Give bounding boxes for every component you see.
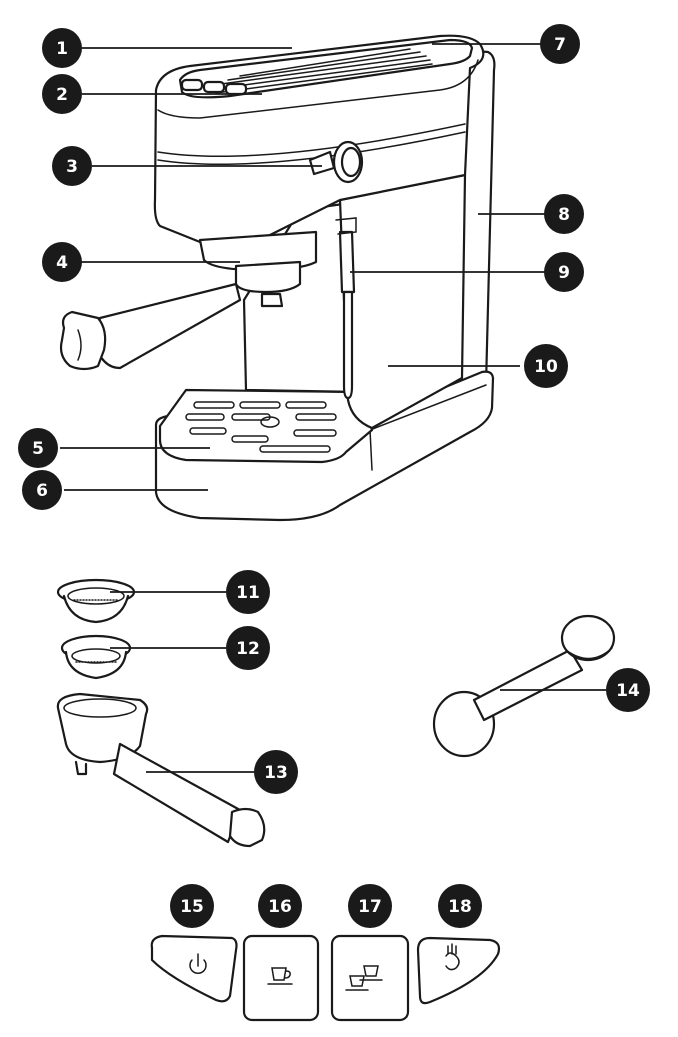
- power-button[interactable]: [150, 934, 238, 1003]
- double-cup-button[interactable]: [330, 934, 410, 1022]
- svg-text:7: 7: [554, 35, 566, 55]
- svg-text:8: 8: [558, 205, 570, 225]
- label-badge-18: 18: [438, 884, 482, 928]
- label-badge-8: 8: [544, 194, 584, 234]
- label-badge-15: 15: [170, 884, 214, 928]
- svg-text:9: 9: [558, 263, 570, 283]
- label-badge-1: 1: [42, 28, 82, 68]
- control-panel-buttons: [150, 934, 501, 1022]
- svg-text:4: 4: [56, 253, 68, 273]
- svg-text:10: 10: [534, 357, 558, 377]
- svg-text:1: 1: [56, 39, 68, 59]
- single-cup-button[interactable]: [242, 934, 320, 1022]
- number-badges: 1 2 3 4 5 6 7 8 9 10 11 12 13 14 15 16 1…: [18, 24, 650, 928]
- cup-warmer-grille: [178, 38, 474, 99]
- filter-basket-double: [60, 634, 132, 680]
- svg-text:2: 2: [56, 85, 68, 105]
- power-icon: [189, 953, 207, 975]
- leader-lines: [60, 43, 606, 773]
- label-badge-9: 9: [544, 252, 584, 292]
- label-badge-5: 5: [18, 428, 58, 468]
- svg-text:12: 12: [236, 639, 260, 659]
- top-control-buttons: [180, 78, 248, 96]
- single-cup-icon: [267, 967, 293, 985]
- steam-wand: [335, 217, 357, 400]
- label-badge-2: 2: [42, 74, 82, 114]
- label-badge-13: 13: [254, 750, 298, 794]
- label-badge-10: 10: [524, 344, 568, 388]
- label-badge-17: 17: [348, 884, 392, 928]
- label-badge-11: 11: [226, 570, 270, 614]
- steam-knob: [308, 140, 364, 184]
- svg-text:16: 16: [268, 897, 292, 917]
- svg-text:6: 6: [36, 481, 48, 501]
- tamper: [432, 614, 616, 758]
- label-badge-14: 14: [606, 668, 650, 712]
- portafilter-handle-installed: [59, 282, 242, 371]
- double-cup-icon: [345, 965, 383, 991]
- steam-button[interactable]: [416, 936, 501, 1005]
- steam-icon: [445, 943, 460, 971]
- label-badge-4: 4: [42, 242, 82, 282]
- svg-text:18: 18: [448, 897, 472, 917]
- svg-text:3: 3: [66, 157, 78, 177]
- svg-text:5: 5: [32, 439, 44, 459]
- machine-front-panel: [338, 173, 467, 430]
- svg-text:17: 17: [358, 897, 382, 917]
- label-badge-6: 6: [22, 470, 62, 510]
- svg-text:15: 15: [180, 897, 204, 917]
- label-badge-3: 3: [52, 146, 92, 186]
- svg-text:11: 11: [236, 583, 260, 603]
- portafilter: [56, 692, 266, 848]
- svg-text:14: 14: [616, 681, 640, 701]
- espresso-machine: [59, 34, 496, 522]
- filter-basket-single: [56, 578, 136, 624]
- svg-text:13: 13: [264, 763, 288, 783]
- label-badge-16: 16: [258, 884, 302, 928]
- label-badge-7: 7: [540, 24, 580, 64]
- drip-tray-grille: [185, 401, 337, 453]
- label-badge-12: 12: [226, 626, 270, 670]
